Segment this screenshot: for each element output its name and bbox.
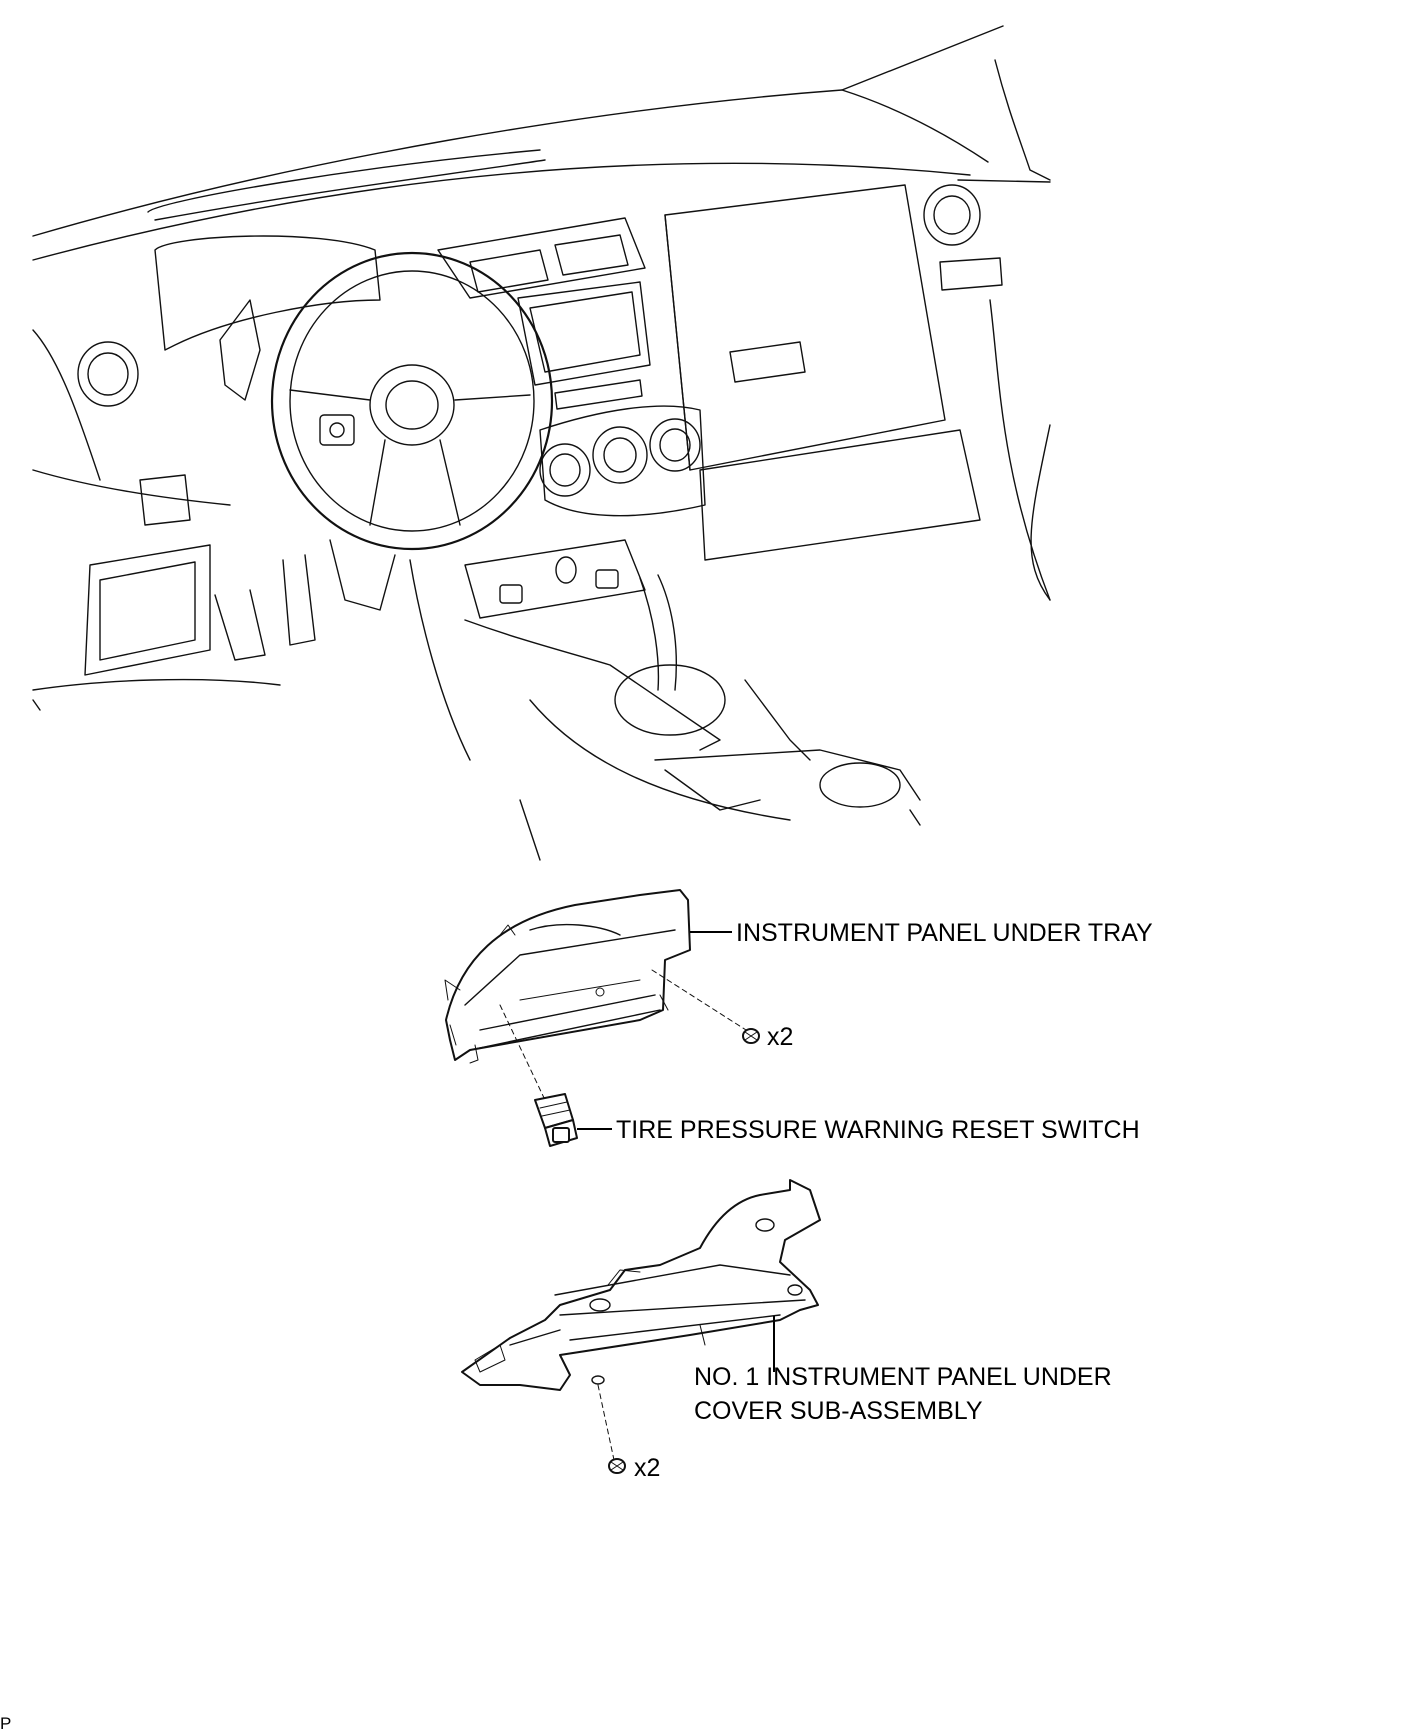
under-cover-sub-assembly-illustration — [461, 1179, 821, 1391]
right-air-vent — [923, 184, 981, 246]
cover-screw-quantity: x2 — [634, 1454, 660, 1482]
left-air-vent — [77, 341, 139, 407]
center-stack — [437, 217, 706, 517]
under-cover-label-line-2: COVER SUB-ASSEMBLY — [694, 1397, 983, 1425]
figure-code: P — [0, 1714, 11, 1733]
tray-screw-quantity: x2 — [767, 1023, 793, 1051]
under-tray-label: INSTRUMENT PANEL UNDER TRAY — [736, 919, 1153, 947]
cover-screw-dash-line — [597, 1384, 615, 1461]
screw-icon — [742, 1028, 760, 1044]
tray-screw-dash-line — [651, 969, 747, 1031]
screw-icon — [608, 1458, 626, 1474]
tire-pressure-reset-switch-illustration — [534, 1093, 578, 1147]
center-console-shifter — [409, 539, 921, 861]
steering-wheel — [270, 251, 554, 551]
instrument-panel-under-tray-illustration — [444, 889, 691, 1064]
switch-dash-line — [499, 1004, 546, 1101]
dashboard-overview-illustration — [32, 25, 1051, 861]
under-cover-label-line-1: NO. 1 INSTRUMENT PANEL UNDER — [694, 1363, 1112, 1391]
reset-switch-label: TIRE PRESSURE WARNING RESET SWITCH — [616, 1116, 1140, 1144]
